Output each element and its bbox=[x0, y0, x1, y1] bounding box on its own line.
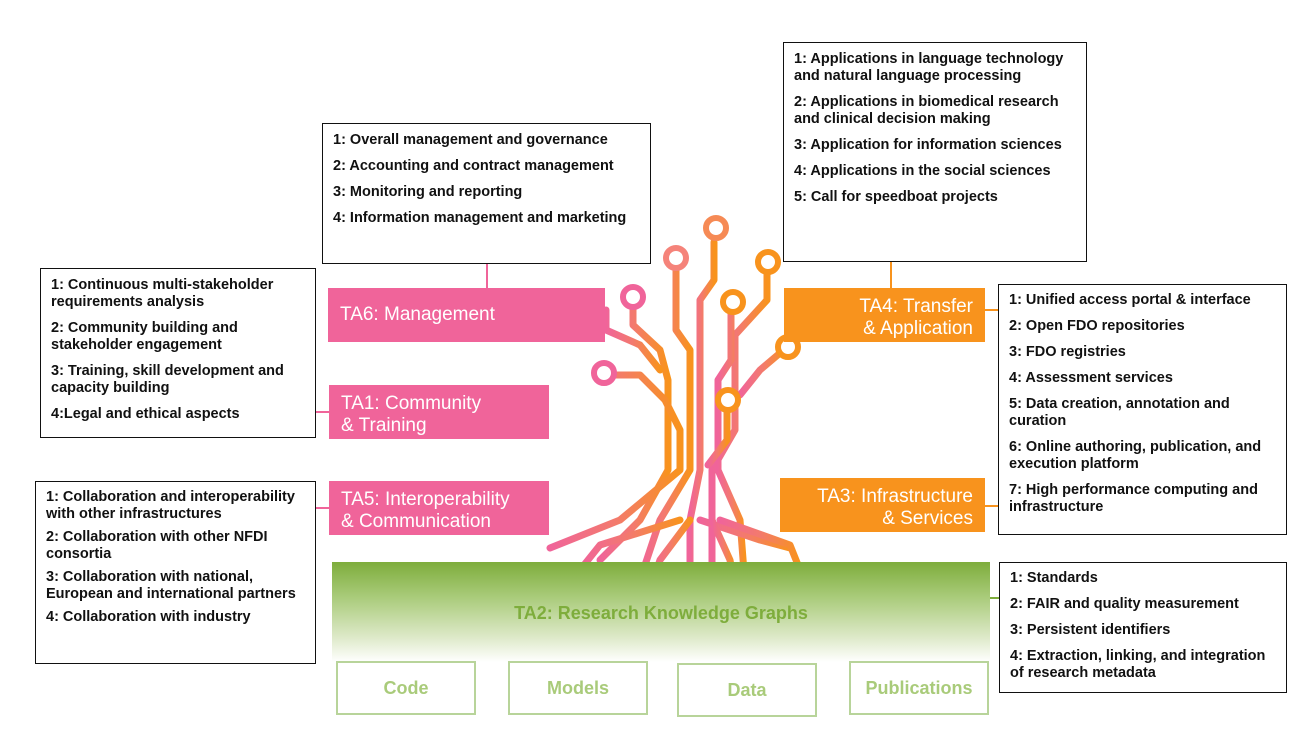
tree-node bbox=[663, 245, 689, 271]
output-publications-box: Publications bbox=[849, 661, 989, 715]
tree-node bbox=[591, 360, 617, 386]
tree-node bbox=[715, 387, 741, 413]
tree-root bbox=[696, 516, 794, 552]
tree-branch bbox=[736, 344, 790, 399]
ta2-task-box: 1: Standards 2: FAIR and quality measure… bbox=[999, 562, 1287, 693]
ta1-label-line1: TA1: Community bbox=[341, 393, 482, 414]
tree-branch bbox=[602, 306, 664, 374]
ta1-task-item: 2: Community building and stakeholder en… bbox=[51, 320, 238, 353]
ta1-task-box: 1: Continuous multi-stakeholder requirem… bbox=[40, 268, 316, 438]
ta3-task-item: 5: Data creation, annotation and curatio… bbox=[1009, 396, 1230, 429]
ta3-task-box: 1: Unified access portal & interface 2: … bbox=[998, 284, 1287, 535]
ta5-task-box: 1: Collaboration and interoperability wi… bbox=[35, 481, 316, 664]
tree-branch bbox=[704, 399, 731, 469]
tree-node bbox=[703, 215, 729, 241]
ta3-label-line1: TA3: Infrastructure bbox=[817, 486, 973, 507]
ta1-task-item: 3: Training, skill development and capac… bbox=[51, 363, 284, 396]
tree-branch bbox=[686, 238, 718, 589]
ta2-task-item: 1: Standards bbox=[1010, 570, 1098, 586]
ta3-task-item: 6: Online authoring, publication, and ex… bbox=[1009, 439, 1262, 472]
tree-node bbox=[755, 249, 781, 275]
ta4-task-box: 1: Applications in language technology a… bbox=[783, 42, 1087, 262]
ta3-task-item: 7: High performance computing and infras… bbox=[1009, 482, 1258, 515]
ta6-task-box: 1: Overall management and governance 2: … bbox=[322, 123, 651, 264]
tree-root bbox=[716, 516, 804, 574]
tree-root bbox=[576, 516, 684, 574]
ta6-label-text: TA6: Management bbox=[340, 304, 495, 325]
output-label: Publications bbox=[865, 677, 973, 698]
output-label: Code bbox=[383, 677, 429, 698]
ta2-task-item: 4: Extraction, linking, and integration … bbox=[1010, 648, 1266, 681]
ta6-task-item: 3: Monitoring and reporting bbox=[333, 184, 523, 200]
ta2-ground-band bbox=[332, 562, 990, 662]
ta1-label-line2: & Training bbox=[341, 415, 427, 436]
ta1-task-item: 4:Legal and ethical aspects bbox=[51, 406, 240, 422]
ta5-task-item: 1: Collaboration and interoperability wi… bbox=[46, 489, 295, 522]
ta4-task-item: 3: Application for information sciences bbox=[794, 137, 1062, 153]
ta1-label: TA1: Community & Training bbox=[329, 385, 549, 439]
tree-branch bbox=[546, 371, 684, 552]
ta5-label: TA5: Interoperability & Communication bbox=[329, 481, 549, 535]
tree-node bbox=[720, 289, 746, 315]
ta4-task-item: 2: Applications in biomedical research a… bbox=[794, 94, 1059, 127]
tree-branch bbox=[708, 258, 771, 589]
ta3-task-item: 4: Assessment services bbox=[1009, 370, 1173, 386]
ta2-label: TA2: Research Knowledge Graphs bbox=[514, 603, 808, 623]
ta1-task-item: 1: Continuous multi-stakeholder requirem… bbox=[51, 277, 274, 310]
ta5-task-item: 3: Collaboration with national, European… bbox=[46, 569, 296, 602]
output-label: Models bbox=[546, 677, 609, 698]
output-data-box: Data bbox=[677, 663, 817, 717]
ta5-label-line1: TA5: Interoperability bbox=[341, 489, 510, 510]
ta6-label: TA6: Management bbox=[328, 288, 605, 342]
ta5-label-line2: & Communication bbox=[341, 511, 491, 532]
ta4-task-item: 4: Applications in the social sciences bbox=[794, 163, 1051, 179]
ta4-task-item: 5: Call for speedboat projects bbox=[794, 189, 998, 205]
ta4-label-line1: TA4: Transfer bbox=[859, 296, 973, 317]
ta5-task-item: 4: Collaboration with industry bbox=[46, 609, 251, 625]
output-models-box: Models bbox=[508, 661, 648, 715]
ta6-task-item: 2: Accounting and contract management bbox=[333, 158, 614, 174]
tree-node bbox=[620, 284, 646, 310]
ta3-task-item: 1: Unified access portal & interface bbox=[1009, 292, 1251, 308]
ta5-task-item: 2: Collaboration with other NFDI consort… bbox=[46, 529, 268, 562]
output-code-box: Code bbox=[336, 661, 476, 715]
tree-branch bbox=[596, 293, 672, 564]
ta3-task-item: 3: FDO registries bbox=[1009, 344, 1126, 360]
ta4-task-item: 1: Applications in language technology a… bbox=[794, 51, 1064, 84]
ta4-label-line2: & Application bbox=[863, 318, 973, 339]
ta3-task-item: 2: Open FDO repositories bbox=[1009, 318, 1185, 334]
ta3-label-line2: & Services bbox=[882, 508, 973, 529]
ta3-label: TA3: Infrastructure & Services bbox=[780, 478, 985, 532]
output-label: Data bbox=[727, 679, 767, 700]
ta2-task-item: 2: FAIR and quality measurement bbox=[1010, 596, 1239, 612]
ta2-task-item: 3: Persistent identifiers bbox=[1010, 622, 1171, 638]
ta6-task-item: 1: Overall management and governance bbox=[333, 132, 608, 148]
ta6-task-item: 4: Information management and marketing bbox=[333, 210, 627, 226]
ta4-label: TA4: Transfer & Application bbox=[784, 288, 985, 342]
